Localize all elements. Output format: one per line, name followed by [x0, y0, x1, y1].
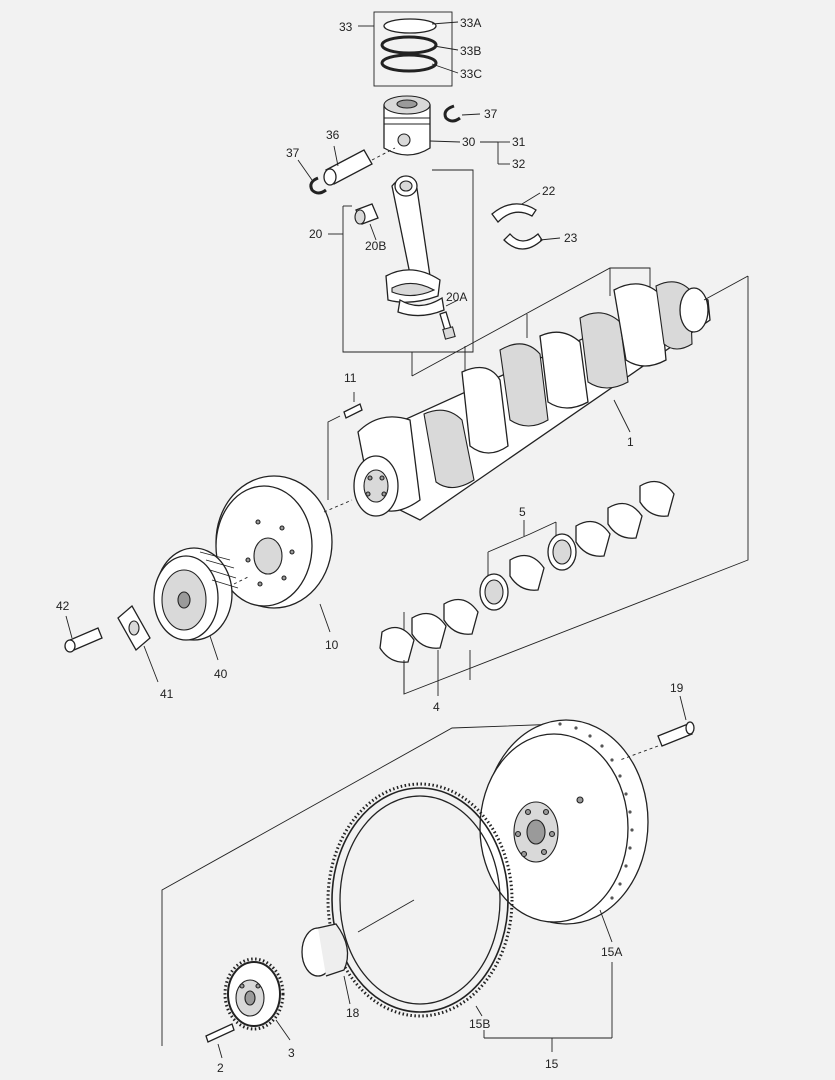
label-31: 31	[512, 135, 526, 149]
spacer-ring	[301, 923, 351, 1005]
label-33C: 33C	[460, 67, 482, 81]
label-30: 30	[462, 135, 476, 149]
flywheel-holes	[558, 722, 634, 900]
label-2: 2	[217, 1061, 224, 1075]
label-20A: 20A	[446, 290, 467, 304]
label-32: 32	[512, 157, 526, 171]
label-15A: 15A	[601, 945, 622, 959]
label-33: 33	[339, 20, 353, 34]
part-labels: 33 33A 33B 33C 37 36 37 30 31 32 22 23 2…	[56, 16, 684, 1075]
piston-ring-set	[358, 11, 459, 87]
label-36: 36	[326, 128, 340, 142]
label-3: 3	[288, 1046, 295, 1060]
label-10: 10	[325, 638, 339, 652]
rod-bearing-shells	[491, 192, 561, 250]
crankshaft	[353, 267, 749, 521]
label-41: 41	[160, 687, 174, 701]
label-15B: 15B	[469, 1017, 490, 1031]
label-23: 23	[564, 231, 578, 245]
flywheel-bolt	[619, 695, 695, 761]
label-20: 20	[309, 227, 323, 241]
washer-and-bolt	[64, 604, 159, 683]
circlip	[297, 104, 481, 195]
flywheel	[161, 719, 649, 1052]
bolt	[327, 392, 363, 500]
label-20B: 20B	[365, 239, 386, 253]
vibration-damper	[215, 475, 353, 633]
label-22: 22	[542, 184, 556, 198]
label-5: 5	[519, 505, 526, 519]
piston	[383, 95, 510, 165]
label-42: 42	[56, 599, 70, 613]
label-1: 1	[627, 435, 634, 449]
label-18: 18	[346, 1006, 360, 1020]
label-40: 40	[214, 667, 228, 681]
pulley	[153, 547, 251, 661]
label-37-right: 37	[484, 107, 498, 121]
connecting-rod	[328, 169, 474, 376]
label-11: 11	[344, 371, 357, 385]
label-37-left: 37	[286, 146, 300, 160]
ring-gear	[326, 782, 514, 1018]
main-bearing-shells	[379, 276, 749, 696]
label-4: 4	[433, 700, 440, 714]
label-33A: 33A	[460, 16, 481, 30]
label-33B: 33B	[460, 44, 481, 58]
piston-pin	[323, 145, 396, 186]
crank-gear	[205, 957, 291, 1059]
label-19: 19	[670, 681, 684, 695]
label-15: 15	[545, 1057, 559, 1071]
